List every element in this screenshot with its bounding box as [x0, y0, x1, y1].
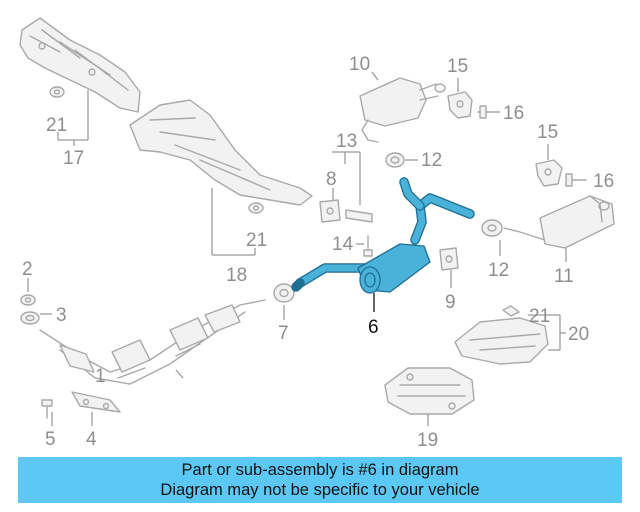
callout-15-upper: 15 [447, 56, 468, 77]
callout-6: 6 [368, 317, 379, 338]
part-4-bracket [71, 391, 121, 413]
callout-21-middle: 21 [246, 230, 267, 251]
callout-17: 17 [63, 148, 84, 169]
part-2-nut [20, 294, 36, 306]
part-20-heat-shield [454, 317, 549, 365]
part-9-hanger [439, 247, 459, 271]
part-info-banner: Part or sub-assembly is #6 in diagram Di… [18, 457, 622, 503]
callout-12-lower: 12 [488, 260, 509, 281]
callout-21-right: 21 [529, 306, 550, 327]
callout-16-upper: 16 [503, 103, 524, 124]
callout-20: 20 [568, 324, 589, 345]
part-8-hanger [319, 199, 341, 223]
callout-1: 1 [95, 366, 106, 387]
callout-7: 7 [278, 323, 289, 344]
part-5-bolt [41, 399, 53, 419]
callout-8: 8 [326, 169, 337, 190]
part-16-bolt-upper [477, 105, 493, 119]
part-1-front-pipe [39, 299, 266, 385]
part-13-hanger [345, 209, 373, 223]
callout-10: 10 [349, 54, 370, 75]
part-10-muffler-left [359, 77, 446, 143]
callout-19: 19 [417, 430, 438, 451]
part-19-skid-plate [384, 367, 475, 415]
callout-5: 5 [45, 429, 56, 450]
part-21-nut-right [502, 305, 520, 317]
part-16-bolt-lower [565, 173, 587, 187]
callout-2: 2 [22, 259, 33, 280]
callout-11: 11 [554, 266, 574, 287]
callout-14: 14 [332, 234, 354, 255]
callout-13: 13 [336, 131, 357, 152]
part-15-bracket-lower [535, 159, 563, 187]
part-12-clamp-upper [385, 152, 405, 168]
banner-line-2: Diagram may not be specific to your vehi… [160, 481, 480, 499]
callout-21-left: 21 [46, 115, 67, 136]
callout-12-upper: 12 [421, 150, 442, 171]
part-21-nut-middle [248, 202, 264, 214]
part-17-heat-shield [19, 17, 141, 113]
part-14-bolt [363, 235, 373, 257]
part-3-gasket [20, 311, 40, 325]
part-21-nut-left [49, 86, 65, 98]
callout-16-lower: 16 [593, 171, 614, 192]
part-11-muffler-right [503, 195, 615, 249]
part-7-clamp [273, 283, 295, 303]
part-12-clamp-lower [481, 219, 503, 237]
callout-4: 4 [86, 429, 97, 450]
callout-15-lower: 15 [537, 122, 558, 143]
callout-3: 3 [56, 305, 67, 326]
part-6-center-muffler-highlighted [291, 177, 475, 294]
part-18-heat-shield [129, 99, 313, 206]
banner-line-1: Part or sub-assembly is #6 in diagram [181, 461, 459, 479]
part-15-bracket-upper [447, 91, 473, 119]
callout-9: 9 [445, 292, 456, 313]
callout-18: 18 [226, 265, 247, 286]
